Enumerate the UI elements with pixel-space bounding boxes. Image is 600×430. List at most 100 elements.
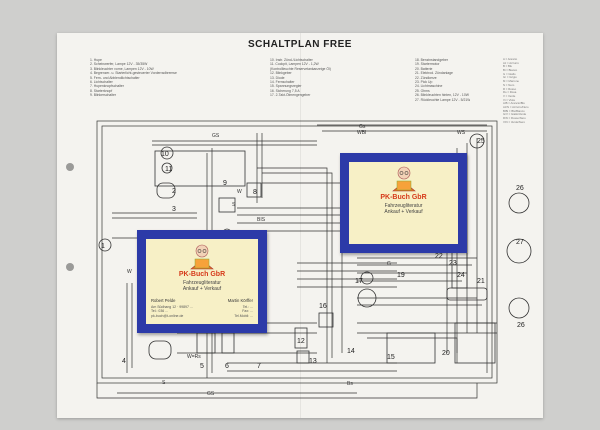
legend-entry: (Kontrollleuchte Reservetankanzeige Öl) <box>270 66 331 71</box>
ignition-switch-block <box>154 150 246 187</box>
color-key-entry: G = Giallo <box>503 72 516 76</box>
svg-text:24: 24 <box>457 272 465 279</box>
legend-entry: 5. Fern- und Abblendlichtschalter <box>90 75 140 80</box>
svg-text:26: 26 <box>516 185 524 192</box>
svg-text:4: 4 <box>122 358 126 365</box>
svg-text:W=Rs: W=Rs <box>187 354 201 360</box>
svg-text:3: 3 <box>172 206 176 213</box>
brake-switch-4 <box>148 340 172 360</box>
fuse-16 <box>294 327 308 349</box>
color-key-entry: Vi = Viola <box>503 98 515 102</box>
legend-entry: 21. Elektrod. Zündanlage <box>415 71 453 76</box>
svg-text:Bs: Bs <box>347 381 353 387</box>
business-card-right: PK-Buch GbR Fahrzeugliteratur Ankauf + V… <box>340 153 467 253</box>
svg-text:WS: WS <box>457 130 466 136</box>
document-title: SCHALTPLAN FREE <box>248 39 352 50</box>
legend-entry: 23. Pick Up <box>415 79 433 84</box>
legend-entry: 4. Begrenzer- u. Starterlicht-gesteuerte… <box>90 71 177 76</box>
legend-entry: 1. Hupe <box>90 58 102 62</box>
svg-text:Gs: Gs <box>359 124 366 130</box>
svg-text:2: 2 <box>172 188 176 195</box>
svg-text:9: 9 <box>223 180 227 187</box>
svg-text:G: G <box>387 261 391 267</box>
legend-entry: 18. Benzinstandgeber <box>415 58 448 62</box>
card-contact-line: Fax: ... <box>242 309 253 314</box>
color-key-entry: V/N = Verde/Nero <box>503 120 525 124</box>
card-right-line1: Fahrzeugliteratur <box>384 203 423 209</box>
color-key-entry: A/B = Arancio/Blu <box>503 102 525 106</box>
legend-entry: 9. Blinkerschalter <box>90 93 117 98</box>
legend-entry: 13. Diode <box>270 75 285 80</box>
color-key-entry: G/V = Giallo/Verde <box>503 113 527 117</box>
components <box>98 133 532 364</box>
color-key-entry: Bi = Bianco <box>503 69 518 73</box>
legend-entry: 2. Scheinwerfer, Lampe 12V - 35/35W <box>90 62 148 67</box>
reading-man-logo <box>190 244 214 270</box>
card-contact-line: Am Südhang 12 · 99897 ... <box>151 305 193 309</box>
svg-text:14: 14 <box>347 348 355 355</box>
svg-text:11: 11 <box>165 166 172 173</box>
svg-text:26: 26 <box>517 322 525 329</box>
card-face: PK-Buch GbR Fahrzeugliteratur Ankauf + V… <box>146 239 258 324</box>
regulator-13 <box>296 350 310 364</box>
card-face: PK-Buch GbR Fahrzeugliteratur Ankauf + V… <box>349 162 458 244</box>
legend-entry: 8. Starterknopf <box>90 88 113 93</box>
reading-man-logo <box>391 166 416 192</box>
svg-text:21: 21 <box>477 278 485 285</box>
svg-text:S: S <box>232 202 236 208</box>
horn-1 <box>98 238 112 252</box>
svg-text:S: S <box>162 380 166 386</box>
punch-hole-bottom <box>66 263 74 271</box>
legend-entry: 27. Rückleuchte Lampe 12V - 5/21W <box>415 97 471 102</box>
business-card-left: PK-Buch GbR Fahrzeugliteratur Ankauf + V… <box>137 230 267 333</box>
svg-text:6: 6 <box>225 363 229 370</box>
card-left-person1: Robert Pelde <box>151 298 176 303</box>
legend-entry: 20. Batterie <box>415 66 433 71</box>
card-left-line1: Fahrzeugliteratur <box>183 280 221 286</box>
cdi-21 <box>446 287 488 301</box>
card-left-line2: Ankauf + Verkauf <box>182 286 222 292</box>
legend-entry: 6. Lichtschalter <box>90 79 113 84</box>
svg-text:27: 27 <box>516 239 524 246</box>
svg-text:GS: GS <box>212 133 220 139</box>
svg-text:22: 22 <box>435 253 443 260</box>
color-key-entry: B/Bi = Blu/Bianco <box>503 109 525 113</box>
ohms-25 <box>469 133 485 149</box>
legend-entry: 17. 2-Takt-Ölmengengeber <box>270 93 311 98</box>
svg-text:8: 8 <box>253 189 257 196</box>
card-right-line2: Ankauf + Verkauf <box>384 209 423 215</box>
starter-knob-8 <box>246 182 262 198</box>
legend-entry: 22. Zündkerze <box>415 75 437 80</box>
svg-text:GS: GS <box>207 391 215 397</box>
card-contact-line: Tel.: ... <box>242 305 253 309</box>
punch-hole-top <box>66 163 74 171</box>
svg-text:16: 16 <box>319 303 327 310</box>
headlamp-2 <box>156 182 176 199</box>
legend-entry: 3. Blinkleuchter vorne, Lampen 12V - 10W <box>90 66 154 71</box>
tail-lamp-27 <box>506 238 532 264</box>
fern-switch-5 <box>196 332 216 354</box>
card-left-address: Am Südhang 12 · 99897 ...Tel.: 036 ...pk… <box>151 305 193 318</box>
component-11-circle <box>161 162 173 174</box>
wiring-schematic: 10 11 1 2 3 4 5 6 7 8 9 12 13 14 15 16 1… <box>96 120 532 399</box>
card-right-brand: PK-Buch GbR <box>380 194 427 201</box>
color-key-entry: Ro = Rosa <box>503 91 517 95</box>
legend-entry: 15. Spannungsregler <box>270 84 302 89</box>
svg-text:19: 19 <box>397 272 405 279</box>
color-key-entry: A = Arancio <box>503 58 518 61</box>
ignition-coil <box>357 288 377 308</box>
rear-blinker-26-top <box>508 192 530 214</box>
blinker-switch-9 <box>218 197 236 213</box>
svg-text:10: 10 <box>161 151 169 158</box>
svg-text:BIS: BIS <box>257 217 266 223</box>
legend-entry: 26. Blinkleuchten hinten, 12V - 10W <box>415 93 469 98</box>
center-fold <box>300 33 301 418</box>
svg-text:5: 5 <box>200 363 204 370</box>
legend-entry: 14. Fernschalter <box>270 79 295 84</box>
svg-text:W: W <box>237 189 242 195</box>
